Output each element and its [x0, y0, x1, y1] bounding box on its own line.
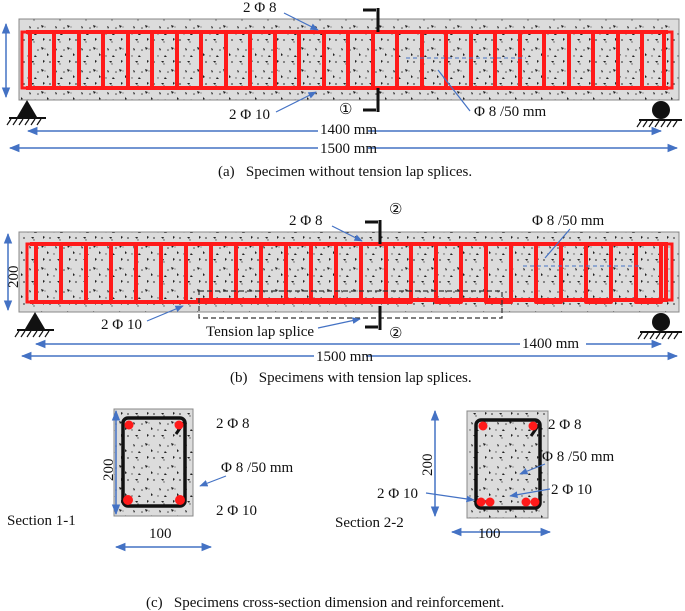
beam-b-lap-label: Tension lap splice — [206, 324, 314, 340]
beam-b-support-right — [637, 313, 682, 340]
beam-a-bar-hook-right — [668, 30, 674, 90]
beam-a-top-bars-label: 2 Φ 8 — [243, 0, 276, 16]
section-1-stirrup — [121, 416, 187, 508]
beam-a-stirrups-leader — [437, 69, 471, 112]
section-1-top-bars-label: 2 Φ 8 — [216, 416, 249, 432]
section-2-bottom-bar-right-1 — [521, 497, 531, 507]
caption-a: (a) Specimen without tension lap splices… — [218, 164, 472, 180]
beam-a-stirrup-cage — [28, 30, 666, 90]
section-1-bottom-bars-label: 2 Φ 10 — [216, 503, 257, 519]
beam-b-length-label: 1500 mm — [316, 349, 373, 365]
beam-a-bottom-bars-label: 2 Φ 10 — [229, 107, 270, 123]
beam-b-lap-splice-zone — [198, 290, 503, 319]
beam-a-support-right — [636, 101, 682, 128]
beam-b-bar-hook-right — [668, 242, 674, 302]
section-2-stirrup — [474, 418, 542, 510]
section-2-top-bar-right — [528, 421, 538, 431]
beam-a-length-label: 1500 mm — [320, 141, 377, 157]
beam-a-section-cut — [363, 8, 380, 112]
beam-b-section-cut — [365, 220, 382, 330]
section-2-bottom-bar-left-2 — [485, 497, 495, 507]
section-2-bottom-left-leader — [425, 492, 475, 503]
section-1-width-label: 100 — [149, 526, 172, 542]
section-1-1: 200 100 2 Φ 8 Φ 8 /50 mm 2 Φ 10 Section … — [7, 408, 294, 552]
section-2-bottom-bar-right-2 — [530, 497, 540, 507]
caption-b: (b) Specimens with tension lap splices. — [230, 370, 472, 386]
section-2-stirrups-label: Φ 8 /50 mm — [542, 449, 615, 465]
beam-b-section-marker-top: ② — [389, 202, 402, 218]
beam-b-height-label: 200 — [6, 266, 22, 289]
beam-a-elevation: ① 2 Φ 8 2 Φ 10 Φ 8 /50 mm 1400 mm 1500 m… — [1, 0, 682, 180]
beam-a-stirrups-label: Φ 8 /50 mm — [474, 104, 547, 120]
beam-b-top-bars-leader — [331, 225, 363, 242]
section-2-bottom-left-label: 2 Φ 10 — [377, 486, 418, 502]
section-2-height-label: 200 — [420, 454, 436, 477]
section-1-stirrups-label: Φ 8 /50 mm — [221, 460, 294, 476]
section-1-height-label: 200 — [101, 459, 117, 482]
beam-b-stirrups-leader — [544, 228, 571, 259]
section-2-bottom-right-leader — [509, 488, 551, 499]
section-2-name: Section 2-2 — [335, 515, 404, 531]
beam-b-section-marker-bottom: ② — [389, 326, 402, 342]
beam-b-stirrup-cage — [34, 242, 668, 304]
beam-a-bottom-bars-leader — [275, 91, 317, 113]
section-2-bottom-bar-left-1 — [476, 497, 486, 507]
section-2-bottom-right-label: 2 Φ 10 — [551, 482, 592, 498]
section-1-top-bar-right — [174, 420, 184, 430]
beam-a-span-label: 1400 mm — [320, 122, 377, 138]
section-1-top-bar-left — [124, 420, 134, 430]
section-2-top-bars-label: 2 Φ 8 — [548, 417, 581, 433]
section-1-stirrups-leader — [199, 475, 227, 487]
beam-b-bar-hook-left — [25, 242, 30, 304]
beam-b-bottom-bars-leader — [146, 305, 184, 322]
section-2-2: 200 100 2 Φ 8 Φ 8 /50 mm 2 Φ 10 2 Φ 10 S… — [335, 409, 615, 542]
beam-b-lap-leader — [317, 317, 361, 329]
section-2-stirrups-leader — [519, 463, 546, 475]
beam-b-top-bars-label: 2 Φ 8 — [289, 213, 322, 229]
caption-c: (c) Specimens cross-section dimension an… — [146, 595, 504, 611]
beam-b-span-label: 1400 mm — [522, 336, 579, 352]
beam-a-top-bars-leader — [283, 12, 319, 31]
beam-b-elevation: 200 ② ② 2 Φ 8 2 Φ 10 Φ 8 /50 mm Tension … — [3, 202, 682, 386]
beam-b-bottom-bars-label: 2 Φ 10 — [101, 317, 142, 333]
section-2-width-label: 100 — [478, 526, 501, 542]
section-1-bottom-bar-left — [123, 495, 133, 505]
section-2-top-bar-left — [478, 421, 488, 431]
beam-a-bar-hook-left — [20, 30, 26, 90]
beam-a-section-marker: ① — [339, 102, 352, 118]
beam-b-stirrups-label: Φ 8 /50 mm — [532, 213, 605, 229]
section-1-bottom-bar-right — [175, 495, 185, 505]
beam-b-support-left — [14, 312, 54, 338]
section-1-name: Section 1-1 — [7, 513, 76, 529]
beam-a-support-left — [6, 100, 46, 126]
